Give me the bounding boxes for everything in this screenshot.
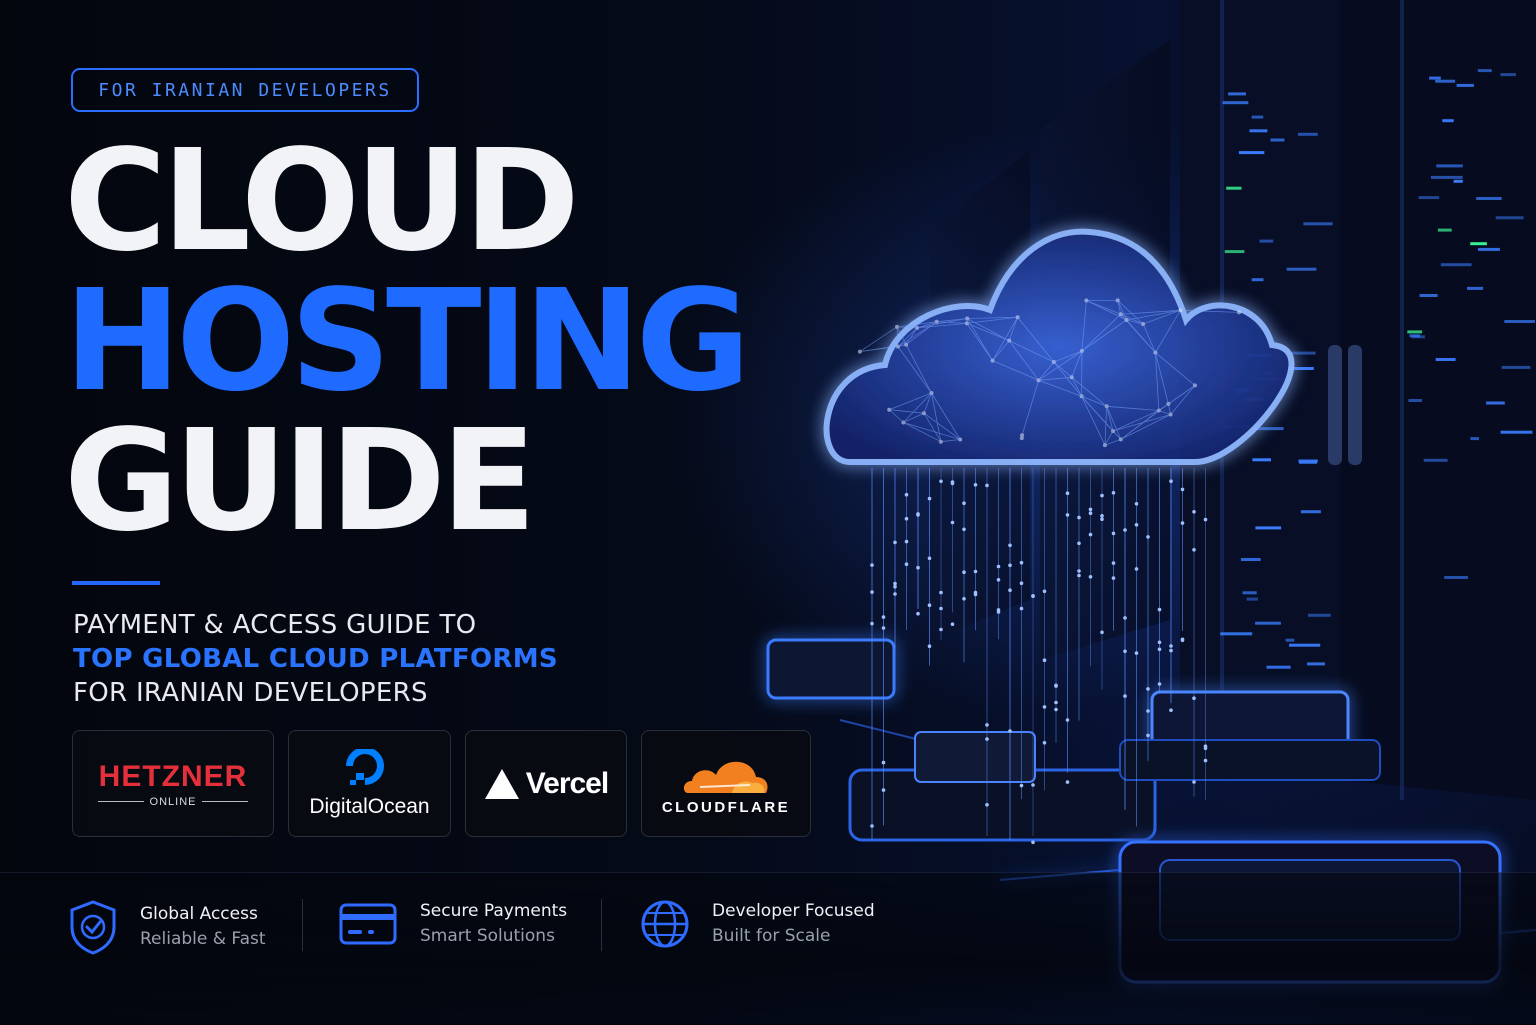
hetzner-logo-sub: ONLINE [150,796,197,808]
feature-title: Developer Focused [712,899,875,924]
logo-card-hetzner: HETZNER ONLINE [72,730,274,837]
cloudflare-cloud-icon [680,751,772,797]
subtitle-line-2: TOP GLOBAL CLOUD PLATFORMS [73,642,558,676]
feature-divider [601,899,602,951]
hero-illustration [700,0,1536,1024]
cloudflare-logo-text: CLOUDFLARE [662,799,790,816]
shield-check-icon [68,899,118,955]
headline-line-3: GUIDE [64,412,746,552]
feature-subtitle: Reliable & Fast [140,927,266,952]
headline-line-2: HOSTING [64,272,746,412]
feature-subtitle: Built for Scale [712,924,875,949]
headline-line-1: CLOUD [64,132,746,272]
vercel-logo-text: Vercel [526,767,608,801]
subtitle-line-3: FOR IRANIAN DEVELOPERS [73,676,558,710]
feature-global-access: Global Access Reliable & Fast [68,899,266,955]
feature-divider [302,899,303,951]
digitalocean-logo-text: DigitalOcean [309,795,429,819]
digitalocean-icon [343,749,397,789]
headline: CLOUD HOSTING GUIDE [64,132,746,552]
logo-card-cloudflare: CLOUDFLARE [641,730,811,837]
hetzner-logo-text: HETZNER [99,760,248,794]
credit-card-icon [338,902,398,946]
feature-title: Global Access [140,902,266,927]
globe-icon [640,899,690,949]
subtitle-line-1: PAYMENT & ACCESS GUIDE TO [73,608,558,642]
logo-card-digitalocean: DigitalOcean [288,730,451,837]
feature-bar: Global Access Reliable & Fast Secure Pay… [0,872,1536,1025]
feature-title: Secure Payments [420,899,567,924]
accent-rule [72,581,160,585]
audience-badge: FOR IRANIAN DEVELOPERS [71,68,419,112]
subtitle: PAYMENT & ACCESS GUIDE TO TOP GLOBAL CLO… [73,608,558,710]
vercel-triangle-icon [484,768,520,800]
feature-secure-payments: Secure Payments Smart Solutions [338,899,567,949]
feature-subtitle: Smart Solutions [420,924,567,949]
feature-developer-focused: Developer Focused Built for Scale [640,899,875,949]
logo-card-vercel: Vercel [465,730,627,837]
